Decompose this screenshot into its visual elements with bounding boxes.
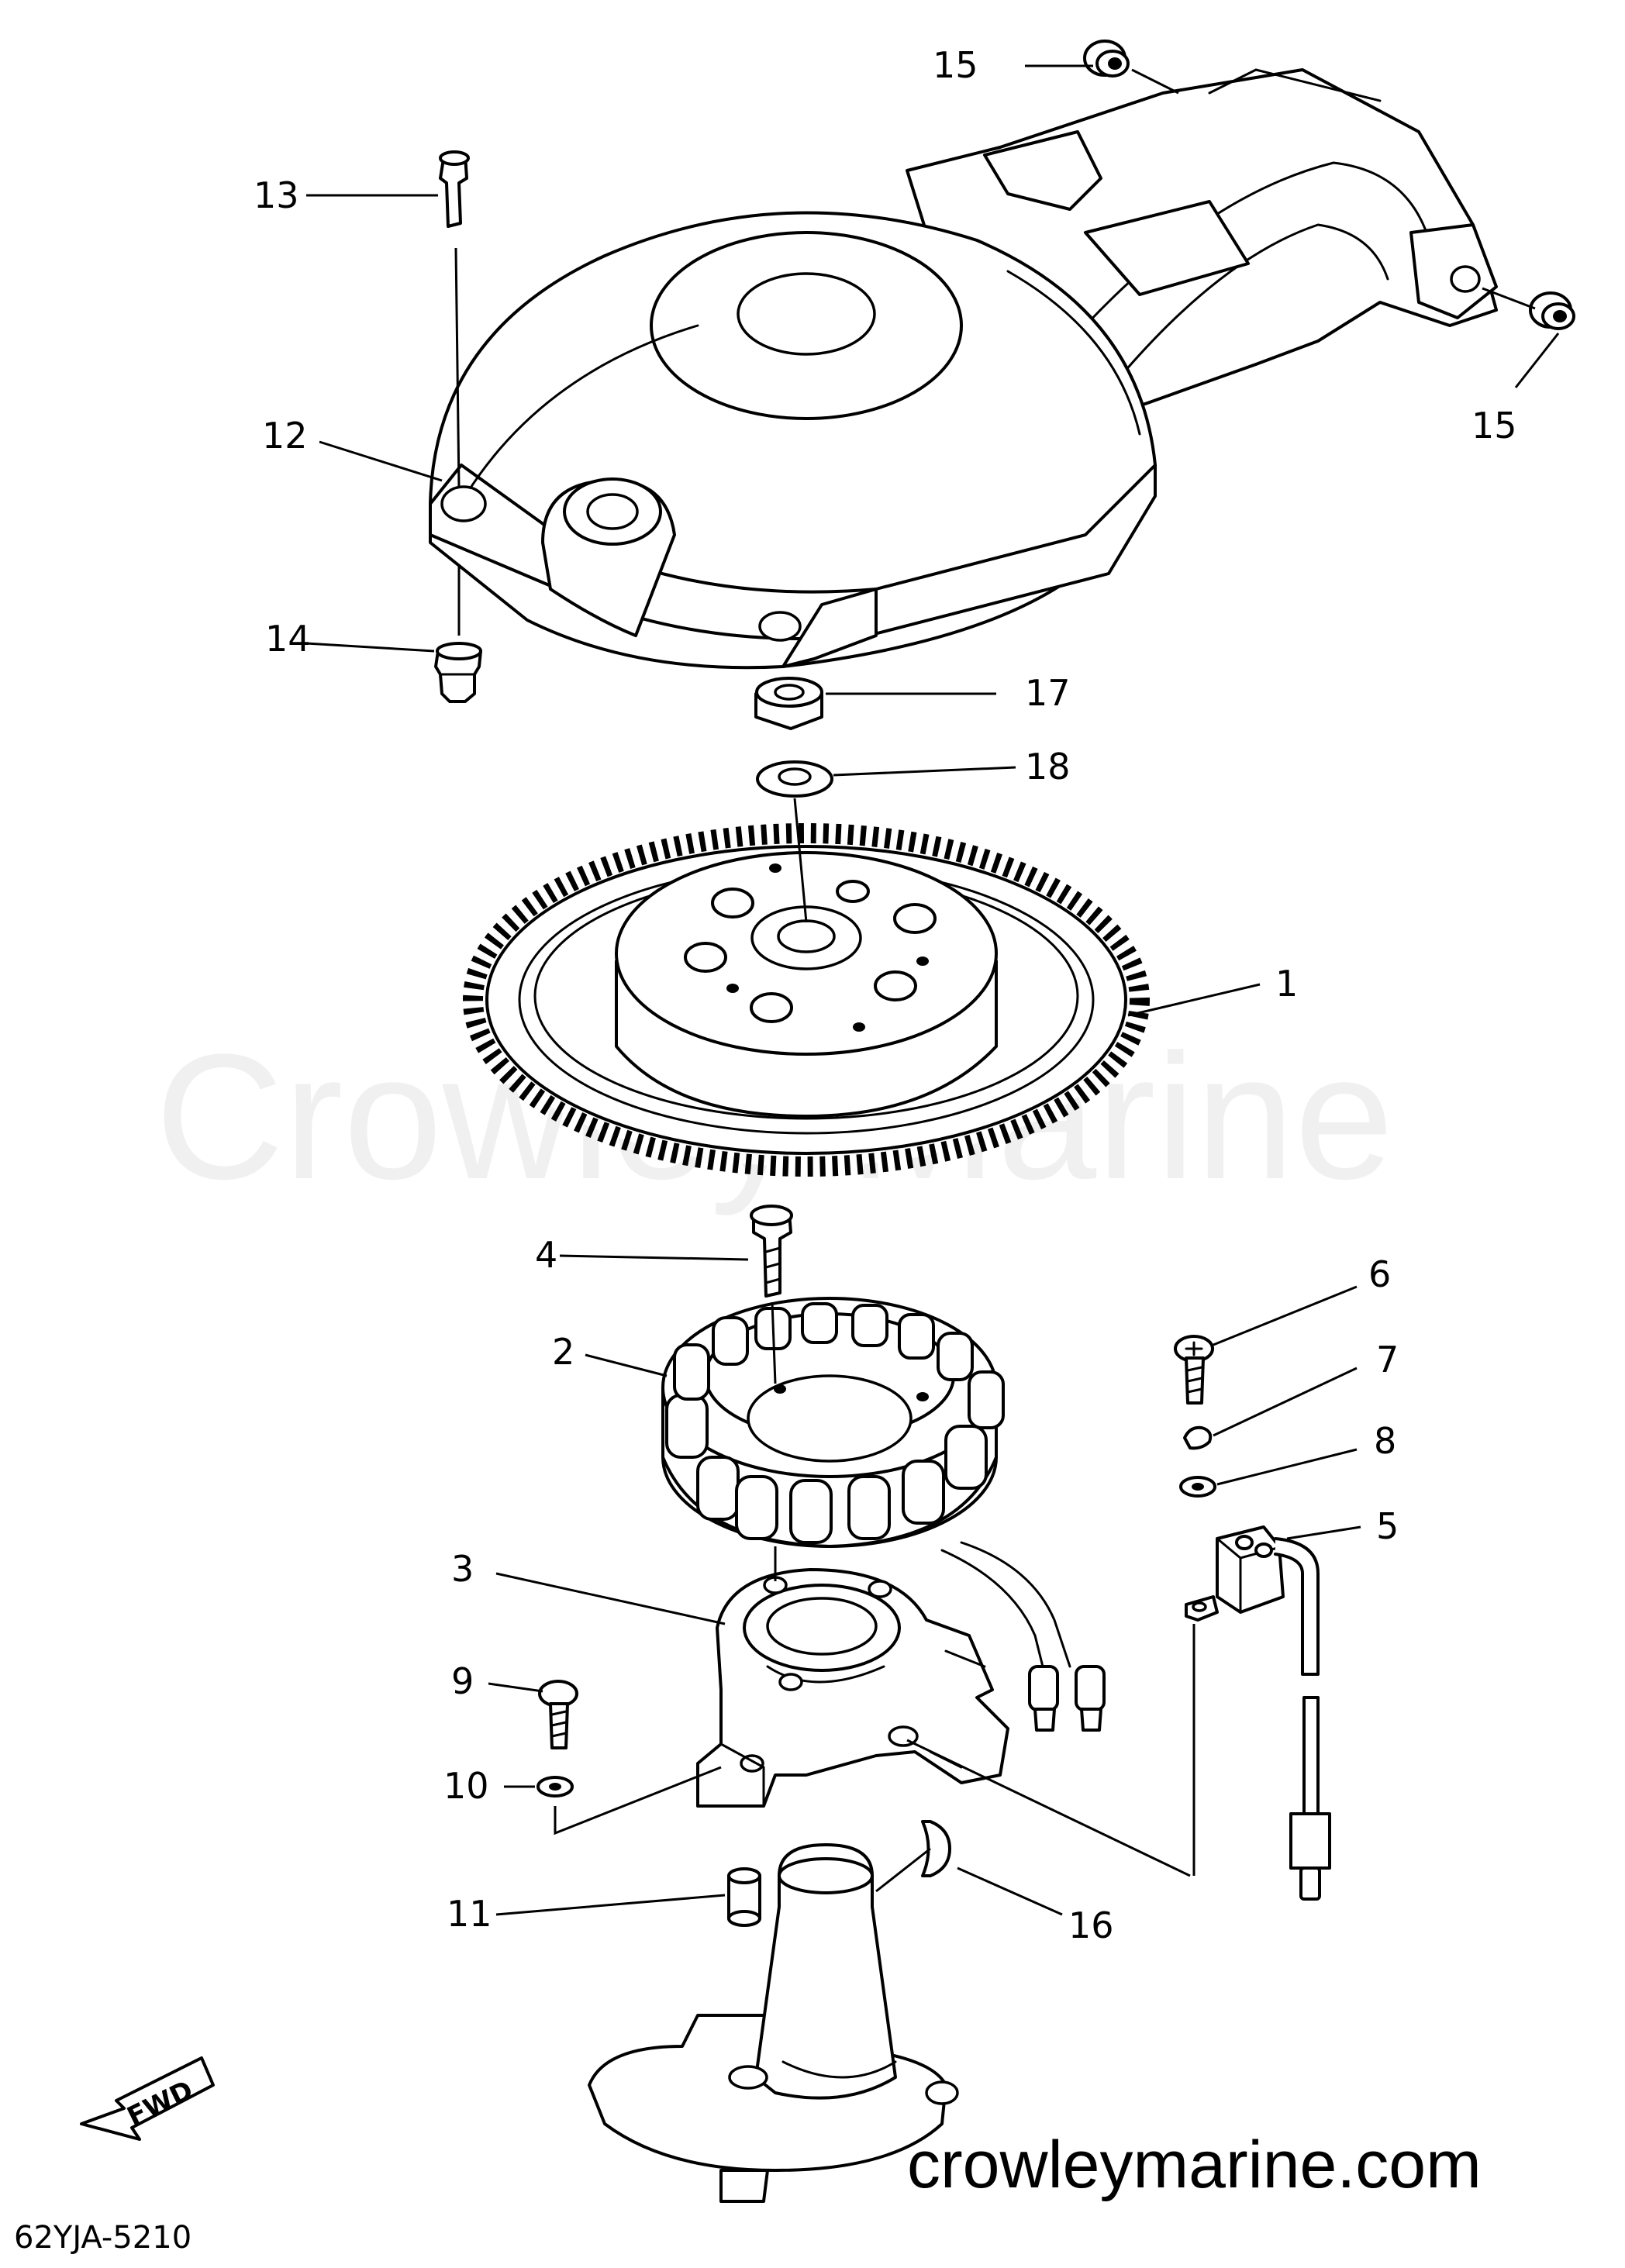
lock-washer-7 xyxy=(1183,1425,1213,1450)
grommet-14 xyxy=(434,642,482,703)
callout-9: 9 xyxy=(451,1660,474,1702)
callout-17: 17 xyxy=(1025,672,1071,714)
dowel-pin-11 xyxy=(727,1867,761,1927)
callout-6: 6 xyxy=(1368,1253,1391,1295)
callout-16: 16 xyxy=(1068,1904,1114,1946)
woodruff-key-16 xyxy=(921,1820,951,1877)
callout-11: 11 xyxy=(447,1893,492,1935)
stator-base xyxy=(696,1568,1009,1808)
washer-8 xyxy=(1179,1476,1216,1498)
callout-3: 3 xyxy=(451,1548,474,1590)
callout-10: 10 xyxy=(443,1765,489,1807)
diagram-code: 62YJA-5210 xyxy=(14,2220,191,2256)
callout-5: 5 xyxy=(1376,1505,1399,1547)
grommet-15-right xyxy=(1529,291,1575,330)
callout-15-right: 15 xyxy=(1471,405,1517,446)
callout-2: 2 xyxy=(552,1331,574,1373)
flywheel xyxy=(463,823,1150,1177)
washer-18 xyxy=(756,760,833,798)
stator xyxy=(661,1297,1106,1732)
callout-12: 12 xyxy=(262,415,308,457)
pulser-coil-5 xyxy=(1185,1525,1331,1901)
screw-9 xyxy=(538,1680,578,1749)
grommet-15-top xyxy=(1083,40,1130,78)
callout-1: 1 xyxy=(1275,963,1298,1005)
washer-10 xyxy=(536,1776,574,1798)
callout-4: 4 xyxy=(535,1234,557,1276)
callout-13: 13 xyxy=(254,174,299,216)
cover-bolt-13 xyxy=(439,150,470,228)
callout-labels: 15 15 13 12 14 17 18 1 4 2 3 6 7 8 5 9 1… xyxy=(254,44,1517,1946)
callout-7: 7 xyxy=(1376,1339,1399,1380)
crankshaft xyxy=(588,1843,959,2203)
forward-direction-arrow: FWD xyxy=(80,2056,215,2141)
callout-14: 14 xyxy=(265,618,311,660)
screw-6 xyxy=(1174,1335,1214,1405)
website-text: crowleymarine.com xyxy=(907,2128,1482,2202)
leader-lines xyxy=(305,64,1560,1916)
callout-18: 18 xyxy=(1025,746,1071,788)
stator-bolt-4 xyxy=(750,1205,793,1298)
flywheel-nut-17 xyxy=(754,677,823,730)
callout-15-top: 15 xyxy=(933,44,978,86)
flywheel-cover xyxy=(429,68,1498,670)
callout-8: 8 xyxy=(1374,1420,1396,1462)
